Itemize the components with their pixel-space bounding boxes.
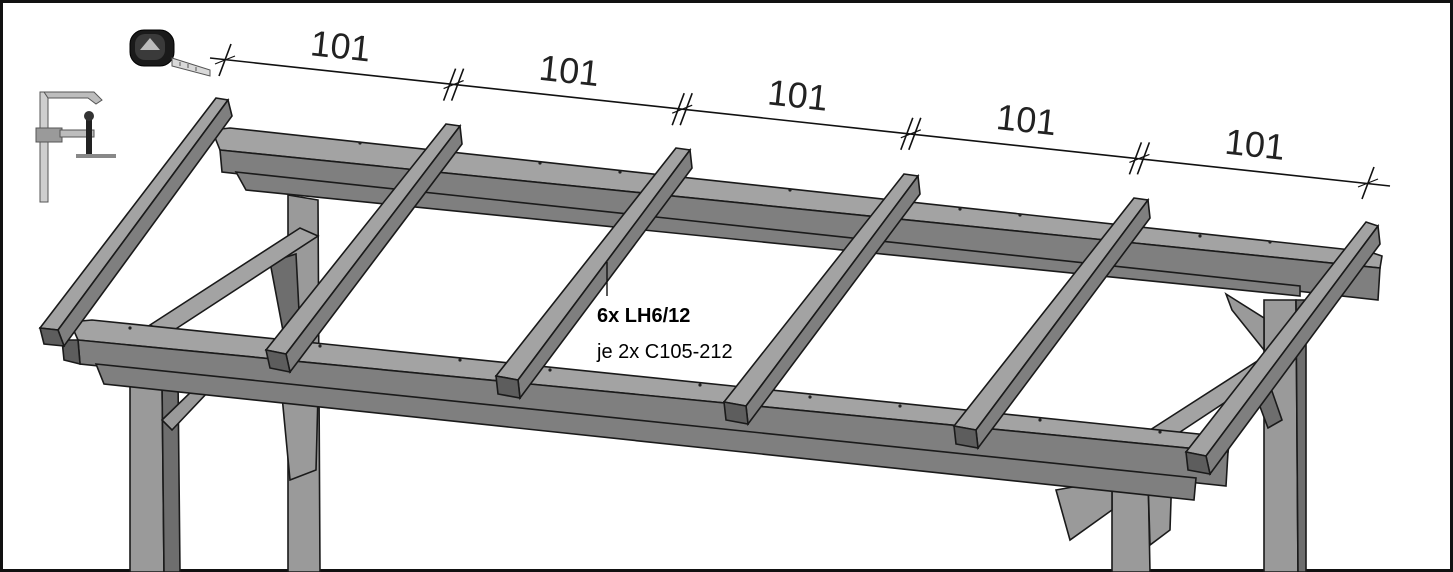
rafter-end bbox=[264, 348, 292, 374]
dimension-tick bbox=[450, 68, 465, 101]
rafter bbox=[722, 173, 921, 427]
back-right-post-side bbox=[1295, 299, 1307, 572]
rafter bbox=[494, 147, 693, 401]
dimension-line bbox=[209, 57, 1391, 187]
dimension-tick bbox=[900, 117, 914, 151]
rafter-end bbox=[38, 327, 66, 347]
front-beam-end bbox=[61, 339, 81, 366]
fastener-label: je 2x C105-212 bbox=[596, 341, 733, 363]
rafter-end bbox=[953, 425, 979, 449]
tape-measure-icon bbox=[129, 29, 211, 77]
dimension-tick bbox=[442, 68, 457, 101]
rafter bbox=[952, 197, 1151, 451]
dimension-label: 101 bbox=[1223, 121, 1287, 168]
dimension-tick bbox=[908, 117, 922, 151]
dimension-line-group: 101 101 101 101 101 bbox=[209, 22, 1391, 200]
dimension-label: 101 bbox=[309, 22, 373, 69]
back-right-brace-a bbox=[1224, 292, 1265, 353]
rafter bbox=[1184, 221, 1381, 476]
dimension-tick-cross bbox=[1129, 153, 1150, 163]
back-beam-lower bbox=[234, 171, 1301, 297]
part-quantity-label: 6x LH6/12 bbox=[597, 305, 690, 327]
rafter-end bbox=[495, 375, 521, 399]
front-beam-lower bbox=[94, 363, 1197, 501]
dimension-tick-cross bbox=[1357, 178, 1379, 188]
dimension-tick-cross bbox=[671, 104, 693, 114]
dimension-tick bbox=[671, 92, 685, 126]
rafter-end bbox=[723, 401, 749, 425]
rafter-end bbox=[1185, 451, 1212, 476]
front-left-post bbox=[129, 377, 165, 572]
dimension-label: 101 bbox=[766, 71, 830, 118]
dimension-label: 101 bbox=[994, 96, 1058, 143]
front-beam bbox=[61, 319, 1231, 501]
dimension-tick bbox=[1128, 142, 1143, 175]
screw-holes bbox=[128, 141, 1272, 434]
rafters bbox=[38, 97, 1381, 476]
rafter bbox=[38, 97, 233, 348]
dimension-tick bbox=[1136, 142, 1151, 175]
rafter bbox=[264, 123, 463, 374]
dimension-tick-cross bbox=[214, 55, 236, 65]
dimension-tick-cross bbox=[443, 80, 464, 90]
clamp-icon bbox=[35, 91, 116, 203]
dimension-label: 101 bbox=[537, 47, 601, 94]
dimension-tick bbox=[679, 92, 693, 126]
dimension-tick-cross bbox=[900, 129, 922, 139]
